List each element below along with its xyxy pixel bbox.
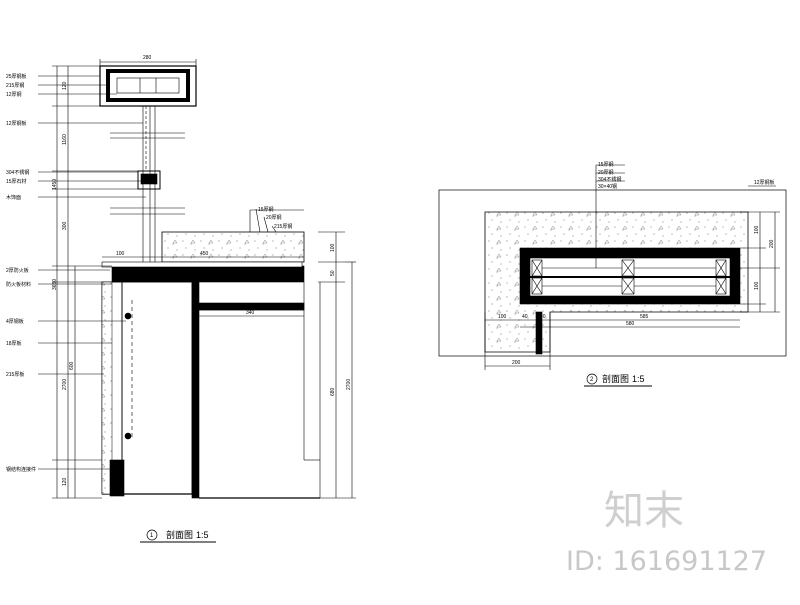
top-beam-inner [106, 69, 190, 102]
top-beam-box [99, 65, 197, 107]
vdim-1: 120 [62, 81, 68, 90]
watermark-brand: 知末 [604, 488, 684, 534]
watermark: 知末 ID: 161691127 [566, 488, 767, 577]
section-1-number: 1 [150, 533, 154, 539]
s2-bdim-3: 40 [540, 314, 546, 320]
s2-right-label: 12厚钢板 [754, 179, 775, 186]
label-2: 215厚钢 [6, 82, 24, 89]
watermark-id: ID: 161691127 [566, 546, 767, 577]
counter-slab [111, 265, 305, 283]
label-9: 防火板材料 [6, 281, 31, 288]
rdim-3: 680 [330, 387, 336, 396]
label-6: 15厚石材 [6, 178, 27, 185]
vdim-7: 2700 [62, 379, 68, 390]
section-1-marker [146, 529, 158, 541]
dim-top-1: 280 [143, 55, 152, 61]
label-1: 25厚钢板 [6, 73, 27, 80]
s2-top-label-1: 15厚钢 [598, 161, 614, 168]
section-1-caption: 剖面图 [166, 529, 193, 540]
s2-rdim-3: 100 [754, 281, 760, 290]
rlabel-3: 215厚钢 [274, 223, 292, 230]
s2-top-label-4: 30×40钢 [598, 183, 617, 190]
vdim-6: 600 [69, 361, 75, 370]
s2-rdim-1: 100 [754, 225, 760, 234]
section-2-frame [438, 189, 787, 357]
vdim-8: 120 [62, 477, 68, 486]
section-1-scale: 1:5 [196, 530, 209, 540]
cabinet-partition [191, 281, 200, 499]
s2-rdim-2: 200 [769, 239, 775, 248]
label-13: 钢结构连接件 [6, 466, 36, 473]
section-2-number: 2 [590, 377, 594, 383]
rlabel-1: 15厚钢 [258, 206, 274, 213]
section-2-text: 15厚钢 20厚钢 304不锈钢 30×40钢 12厚钢板 100 40 40 … [498, 161, 775, 387]
s2-bdim-4: 585 [640, 314, 649, 320]
vdim-3: 1450 [52, 179, 58, 190]
section-2-scale: 1:5 [632, 374, 645, 384]
mdim-1: 100 [116, 251, 125, 257]
label-8: 2厚防火板 [6, 267, 29, 274]
s2-bdim-5: 580 [626, 321, 635, 327]
mdim-2: 450 [200, 251, 209, 257]
vdim-4: 300 [62, 221, 68, 230]
label-12: 215厚板 [6, 371, 24, 378]
section-1-text: 280 25厚钢板 215厚钢 12厚钢 12厚钢板 304不锈钢 15厚石材 … [6, 55, 352, 543]
label-5: 304不锈钢 [6, 169, 29, 176]
label-3: 12厚钢 [6, 91, 22, 98]
section-2-marker [586, 373, 598, 385]
s2-top-label-2: 20厚钢 [598, 169, 614, 176]
section-1 [38, 59, 356, 499]
rdim-2: 50 [330, 270, 336, 276]
rlabel-2: 20厚钢 [266, 214, 282, 221]
s2-bdim-2: 40 [522, 314, 528, 320]
counter-top-stone [161, 231, 305, 263]
rdim-1: 100 [330, 243, 336, 252]
mdim-3: 340 [246, 310, 255, 316]
label-7: 木饰面 [6, 194, 21, 201]
vdim-5: 3650 [52, 279, 58, 290]
s2-bdim-1: 100 [498, 314, 507, 320]
s2-bdim-6: 200 [512, 360, 521, 366]
label-10: 4厚钢板 [6, 318, 24, 325]
label-4: 12厚钢板 [6, 120, 27, 127]
s2-top-label-3: 304不锈钢 [598, 176, 621, 183]
label-11: 18厚板 [6, 340, 22, 347]
vdim-2: 1160 [62, 134, 68, 145]
section-2 [438, 164, 787, 370]
rdim-4: 2700 [346, 379, 352, 390]
section-2-caption: 剖面图 [602, 373, 629, 384]
